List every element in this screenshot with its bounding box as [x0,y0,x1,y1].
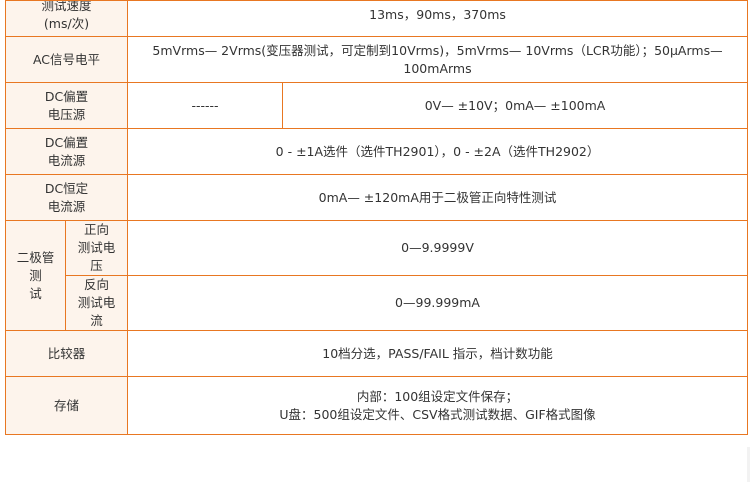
row-value-test-speed: 13ms，90ms，370ms [127,0,749,37]
row-label-test-speed: 测试速度 (ms/次) [4,0,129,37]
spec-table: 测试速度 (ms/次) 13ms，90ms，370ms AC信号电平 5mVrm… [4,0,749,435]
table-row: DC偏置 电流源 0 - ±1A选件（选件TH2901），0 - ±2A（选件T… [4,128,749,175]
label-line: DC偏置 [44,88,89,104]
row-value-dc-bias-voltage-left: ------ [127,82,284,129]
row-label-forward-voltage: 正向 测试电压 [64,220,129,276]
row-value-dc-bias-current: 0 - ±1A选件（选件TH2901），0 - ±2A（选件TH2902） [127,128,749,175]
value-line: U盘：500组设定文件、CSV格式测试数据、GIF格式图像 [279,406,596,422]
row-label-diode-test: 二极管测 试 [5,220,66,331]
row-value-comparator: 10档分选，PASS/FAIL 指示，档计数功能 [127,330,749,377]
table-row: 存储 内部：100组设定文件保存； U盘：500组设定文件、CSV格式测试数据、… [4,376,749,435]
label-line: 测试速度 [41,0,92,13]
row-label-storage: 存储 [4,376,129,435]
label-line: 二极管测 [16,249,55,283]
table-row: DC恒定 电流源 0mA— ±120mA用于二极管正向特性测试 [4,174,749,221]
row-label-dc-bias-current: DC偏置 电流源 [4,128,129,175]
table-row: 测试速度 (ms/次) 13ms，90ms，370ms [4,0,749,37]
label-line: 测试电压 [77,240,116,273]
label-line: 测试电流 [77,295,116,328]
page-edge-shadow [747,447,750,482]
table-row: AC信号电平 5mVrms— 2Vrms(变压器测试，可定制到10Vrms)，5… [4,36,749,83]
label-line: DC恒定 [44,180,89,196]
row-label-comparator: 比较器 [4,330,129,377]
row-value-storage: 内部：100组设定文件保存； U盘：500组设定文件、CSV格式测试数据、GIF… [127,376,749,435]
row-label-dc-bias-voltage: DC偏置 电压源 [4,82,129,129]
value-line: 100mArms [403,60,472,76]
label-line: 电流源 [47,198,86,214]
value-line: 内部：100组设定文件保存； [356,388,519,404]
table-row: DC偏置 电压源 ------ 0V— ±10V；0mA— ±100mA [4,82,749,129]
row-label-dc-constant-current: DC恒定 电流源 [4,174,129,221]
label-line: 电流源 [47,152,86,168]
value-line: 5mVrms— 2Vrms(变压器测试，可定制到10Vrms)，5mVrms— … [152,42,723,58]
table-row: 比较器 10档分选，PASS/FAIL 指示，档计数功能 [4,330,749,377]
row-value-reverse-current: 0—99.999mA [127,275,749,331]
label-line: 反向 [84,277,110,292]
value-line: 13ms，90ms，370ms [369,6,506,22]
row-label-ac-level: AC信号电平 [4,36,129,83]
label-line: 电压源 [47,106,86,122]
row-value-dc-bias-voltage-right: 0V— ±10V；0mA— ±100mA [282,82,749,129]
label-line: DC偏置 [44,134,89,150]
table-row: 二极管测 试 正向 测试电压 0—9.9999V [5,220,749,331]
row-label-reverse-current: 反向 测试电流 [64,275,129,331]
row-value-forward-voltage: 0—9.9999V [127,220,749,276]
spec-table-container: 测试速度 (ms/次) 13ms，90ms，370ms AC信号电平 5mVrm… [4,0,749,435]
table-row: 反向 测试电流 0—99.999mA [6,275,749,331]
row-value-ac-level: 5mVrms— 2Vrms(变压器测试，可定制到10Vrms)，5mVrms— … [127,36,749,83]
label-line: 试 [29,285,42,301]
row-value-dc-constant-current: 0mA— ±120mA用于二极管正向特性测试 [127,174,749,221]
label-line: 正向 [84,222,110,237]
label-line: (ms/次) [43,15,90,31]
